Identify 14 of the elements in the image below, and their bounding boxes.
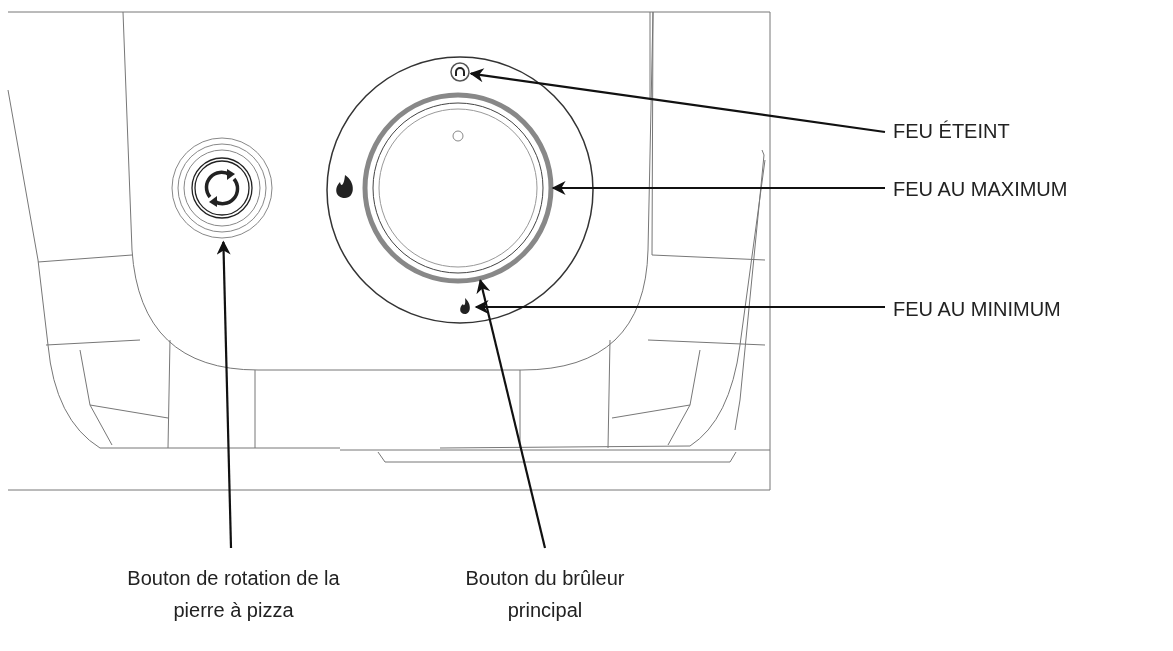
callout-label: FEU AU MINIMUM	[893, 293, 1061, 325]
flame-icon	[460, 298, 470, 314]
leader-line	[474, 300, 885, 314]
callout-label: Bouton du brûleur principal	[430, 562, 660, 626]
burner-knob	[362, 92, 554, 284]
leader-line	[551, 181, 885, 195]
leader-line	[469, 68, 886, 134]
leader-line	[476, 279, 547, 549]
callout-label: Bouton de rotation de la pierre à pizza	[106, 562, 361, 626]
leader-line	[216, 240, 233, 549]
callout-label: FEU AU MAXIMUM	[893, 173, 1068, 205]
callout-label: FEU ÉTEINT	[893, 115, 1010, 147]
off-icon	[450, 62, 470, 82]
rotation-knob	[171, 137, 273, 239]
